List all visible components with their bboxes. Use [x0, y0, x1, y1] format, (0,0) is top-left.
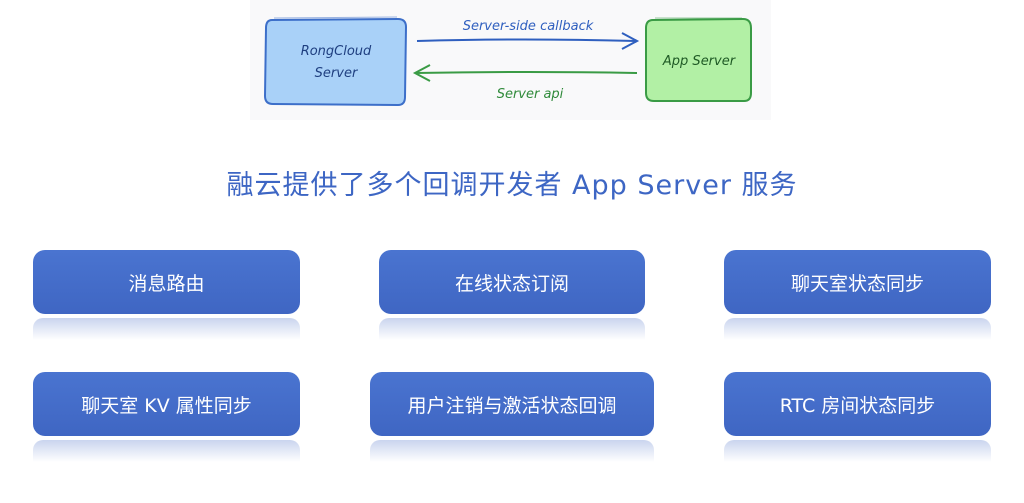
service-button-chatroom-kv[interactable]: 聊天室 KV 属性同步 — [33, 372, 300, 436]
headline: 融云提供了多个回调开发者 App Server 服务 — [226, 170, 798, 201]
diagram-svg: RongCloud Server App Server Server-side … — [263, 16, 752, 107]
button-reflection — [724, 440, 991, 462]
callback-arrow-label: Server-side callback — [463, 19, 594, 34]
api-arrow-label: Server api — [497, 87, 564, 102]
rongcloud-label-line1: RongCloud — [301, 44, 372, 59]
callback-arrow — [416, 38, 637, 42]
button-reflection — [33, 318, 300, 340]
button-reflection — [370, 440, 654, 462]
service-button-chatroom-status[interactable]: 聊天室状态同步 — [724, 250, 991, 314]
rongcloud-server-box — [263, 17, 408, 107]
button-reflection — [724, 318, 991, 340]
rongcloud-label-line2: Server — [315, 66, 359, 81]
architecture-diagram: RongCloud Server App Server Server-side … — [250, 0, 771, 120]
button-reflection — [33, 440, 300, 462]
api-arrow-head — [412, 64, 431, 82]
service-button-online-status[interactable]: 在线状态订阅 — [379, 250, 645, 314]
service-button-message-routing[interactable]: 消息路由 — [33, 250, 300, 314]
callback-arrow-head — [621, 32, 640, 50]
api-arrow — [414, 71, 638, 74]
service-button-user-deactivation[interactable]: 用户注销与激活状态回调 — [370, 372, 654, 436]
service-button-rtc-room-status[interactable]: RTC 房间状态同步 — [724, 372, 991, 436]
button-reflection — [379, 318, 645, 340]
app-server-label: App Server — [662, 54, 737, 69]
app-server-box — [645, 17, 752, 102]
